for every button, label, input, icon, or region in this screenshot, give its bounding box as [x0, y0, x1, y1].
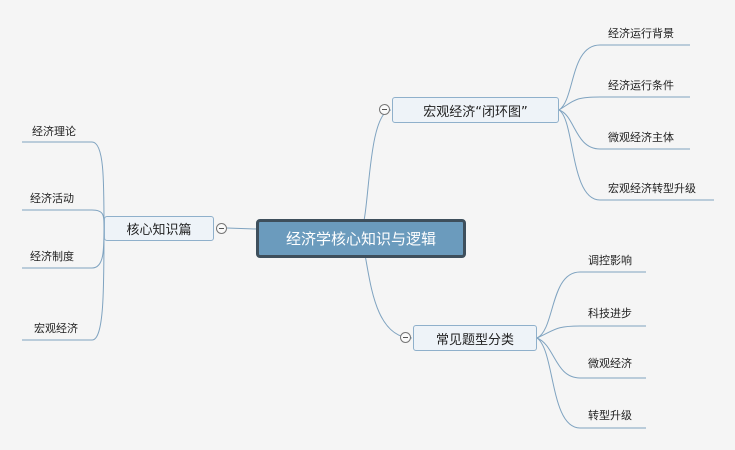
leaf-label: 微观经济主体: [608, 131, 674, 144]
leaf-economic-background[interactable]: 经济运行背景: [602, 24, 674, 42]
branch-question-types-label: 常见题型分类: [435, 332, 514, 348]
leaf-label: 经济制度: [30, 250, 74, 263]
leaf-economic-system[interactable]: 经济制度: [24, 247, 74, 265]
connector-rb-leaf-3: [536, 337, 646, 379]
branch-macro-loop[interactable]: 宏观经济“闭环图”: [392, 97, 559, 123]
collapse-right-top-branch-icon[interactable]: [379, 104, 390, 115]
leaf-micro-economy[interactable]: 微观经济: [582, 354, 632, 372]
leaf-economic-conditions[interactable]: 经济运行条件: [602, 76, 674, 94]
connector-rt-leaf-3: [558, 109, 690, 150]
collapse-left-branch-icon[interactable]: [216, 223, 227, 234]
leaf-label: 微观经济: [588, 357, 632, 370]
connector-left-leaf-1: [22, 141, 105, 229]
leaf-label: 转型升级: [588, 409, 632, 422]
leaf-macro-economy[interactable]: 宏观经济: [28, 319, 78, 337]
connector-root-right-top: [359, 109, 392, 230]
branch-macro-loop-label: 宏观经济“闭环图”: [423, 104, 528, 120]
connector-rt-leaf-1: [558, 44, 690, 111]
leaf-tech-progress[interactable]: 科技进步: [582, 304, 632, 322]
leaf-label: 经济理论: [32, 125, 76, 138]
leaf-label: 宏观经济转型升级: [608, 182, 696, 195]
connector-left-leaf-2: [22, 209, 105, 229]
leaf-label: 科技进步: [588, 307, 632, 320]
connector-rb-leaf-1: [536, 271, 646, 339]
root-topic-label: 经济学核心知识与逻辑: [285, 230, 436, 248]
leaf-label: 宏观经济: [34, 322, 78, 335]
leaf-economic-activity[interactable]: 经济活动: [24, 189, 74, 207]
connector-root-left: [226, 227, 257, 230]
connector-rb-leaf-4: [536, 337, 646, 429]
branch-core-knowledge-label: 核心知识篇: [126, 223, 192, 238]
branch-core-knowledge[interactable]: 核心知识篇: [104, 216, 214, 241]
leaf-transformation-upgrade[interactable]: 转型升级: [582, 406, 632, 424]
collapse-right-bottom-branch-icon[interactable]: [400, 332, 411, 343]
branch-question-types[interactable]: 常见题型分类: [413, 325, 537, 351]
connector-rt-leaf-4: [558, 109, 714, 201]
leaf-label: 经济活动: [30, 192, 74, 205]
leaf-macro-transformation[interactable]: 宏观经济转型升级: [602, 179, 696, 197]
connector-left-leaf-4: [22, 227, 105, 341]
root-topic[interactable]: 经济学核心知识与逻辑: [256, 219, 466, 258]
leaf-label: 调控影响: [588, 254, 632, 267]
leaf-label: 经济运行背景: [608, 27, 674, 40]
leaf-micro-subjects[interactable]: 微观经济主体: [602, 128, 674, 146]
connector-rt-leaf-2: [558, 96, 690, 111]
leaf-regulation-impact[interactable]: 调控影响: [582, 251, 632, 269]
connector-rb-leaf-2: [536, 325, 646, 339]
leaf-label: 经济运行条件: [608, 79, 674, 92]
leaf-economic-theory[interactable]: 经济理论: [26, 122, 76, 140]
